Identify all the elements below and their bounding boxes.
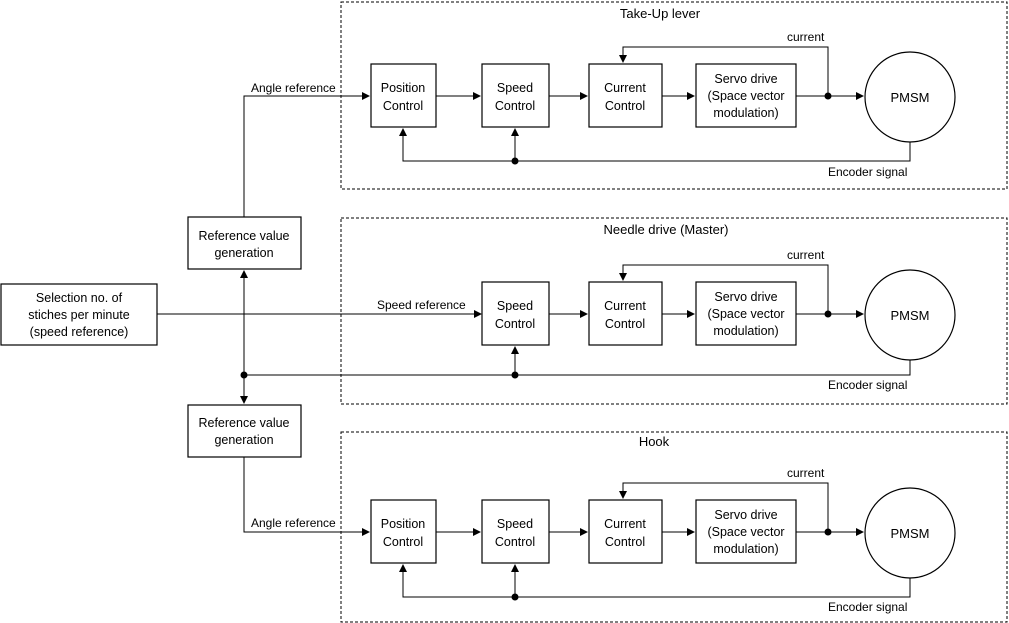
hook-current-line2: Control <box>605 535 645 549</box>
needle-title: Needle drive (Master) <box>604 222 729 237</box>
hook-encoder-label: Encoder signal <box>828 600 907 614</box>
hook-servo-line3: modulation) <box>713 542 778 556</box>
needle-current-line2: Control <box>605 317 645 331</box>
hook-position-block <box>370 499 437 564</box>
hook-motor-label: PMSM <box>891 526 930 541</box>
takeup-speed-block <box>481 63 550 128</box>
hook-current-label: current <box>787 466 825 480</box>
hook-encoder-dot <box>511 593 519 601</box>
hook-servo-line2: (Space vector <box>707 525 784 539</box>
hook-current-block <box>588 499 663 564</box>
needle-current-block <box>588 281 663 346</box>
hook-speed-block <box>481 499 550 564</box>
input-block-line2: stiches per minute <box>28 308 129 322</box>
hook-position-line1: Position <box>381 517 426 531</box>
takeup-encoder-dot <box>511 157 519 165</box>
needle-speed-block <box>481 281 550 346</box>
needle-input-label: Speed reference <box>377 298 466 312</box>
takeup-input-label: Angle reference <box>251 81 336 95</box>
needle-current-label: current <box>787 248 825 262</box>
takeup-servo-block <box>695 63 797 128</box>
needle-encoder-feedback <box>244 360 911 376</box>
takeup-servo-line3: modulation) <box>713 106 778 120</box>
needle-current-line1: Current <box>604 299 646 313</box>
hook-speed-line1: Speed <box>497 517 533 531</box>
takeup-servo-line2: (Space vector <box>707 89 784 103</box>
takeup-title: Take-Up lever <box>620 6 701 21</box>
needle-current-feedback <box>619 264 829 314</box>
hook-input-label: Angle reference <box>251 516 336 530</box>
takeup-current-feedback <box>619 46 829 96</box>
takeup-position-line1: Position <box>381 81 426 95</box>
input-block-line3: (speed reference) <box>30 325 129 339</box>
takeup-motor-label: PMSM <box>891 90 930 105</box>
needle-servo-line3: modulation) <box>713 324 778 338</box>
takeup-servo-line1: Servo drive <box>714 72 777 86</box>
takeup-current-block <box>588 63 663 128</box>
takeup-position-block <box>370 63 437 128</box>
ref-gen-bottom-block <box>187 404 302 458</box>
hook-speed-line2: Control <box>495 535 535 549</box>
ref-gen-bottom-line1: Reference value <box>198 416 289 430</box>
hook-title: Hook <box>639 434 670 449</box>
hook-servo-line1: Servo drive <box>714 508 777 522</box>
hook-current-feedback <box>619 482 829 532</box>
ref-bottom-to-hook-wire <box>243 457 370 536</box>
hook-encoder-feedback <box>399 564 911 598</box>
needle-group-frame <box>340 217 1008 405</box>
hook-servo-block <box>695 499 797 564</box>
needle-servo-line2: (Space vector <box>707 307 784 321</box>
needle-speed-line2: Control <box>495 317 535 331</box>
needle-speed-line1: Speed <box>497 299 533 313</box>
input-block-line1: Selection no. of <box>36 291 123 305</box>
hook-group-frame <box>340 431 1008 623</box>
input-block <box>0 283 158 346</box>
needle-servo-block <box>695 281 797 346</box>
takeup-speed-line2: Control <box>495 99 535 113</box>
hook-current-line1: Current <box>604 517 646 531</box>
ref-gen-top-line1: Reference value <box>198 229 289 243</box>
ref-gen-top-block <box>187 216 302 270</box>
needle-motor-label: PMSM <box>891 308 930 323</box>
takeup-current-line2: Control <box>605 99 645 113</box>
takeup-speed-line1: Speed <box>497 81 533 95</box>
takeup-current-label: current <box>787 30 825 44</box>
needle-encoder-dot <box>511 371 519 379</box>
needle-servo-line1: Servo drive <box>714 290 777 304</box>
takeup-current-line1: Current <box>604 81 646 95</box>
takeup-position-line2: Control <box>383 99 423 113</box>
takeup-encoder-feedback <box>399 128 911 162</box>
ref-gen-top-line2: generation <box>214 246 273 260</box>
hook-position-line2: Control <box>383 535 423 549</box>
takeup-encoder-label: Encoder signal <box>828 165 907 179</box>
needle-encoder-label: Encoder signal <box>828 378 907 392</box>
ref-gen-bottom-line2: generation <box>214 433 273 447</box>
ref-top-to-takeup-wire <box>243 92 370 217</box>
